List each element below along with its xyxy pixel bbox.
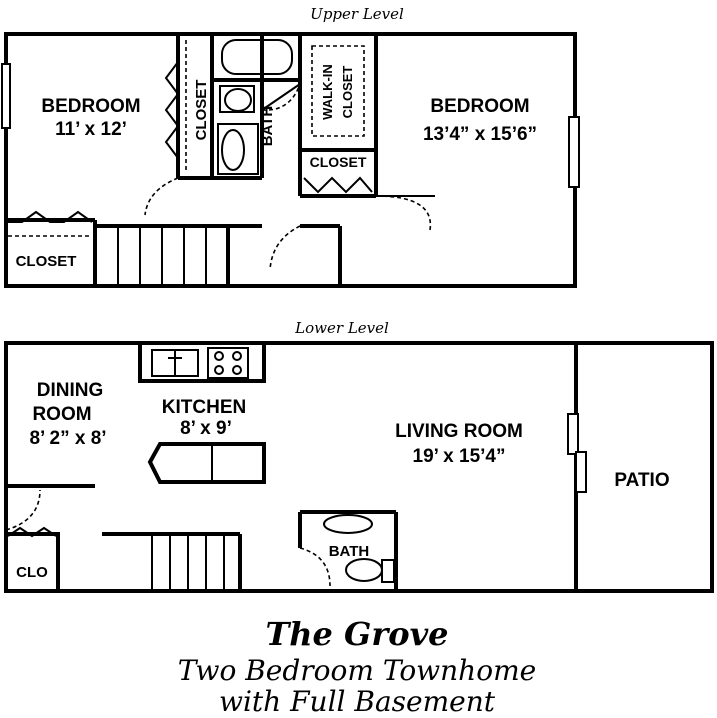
caption-title: The Grove <box>265 615 448 653</box>
vanity <box>217 123 259 175</box>
powder-sink <box>323 514 373 534</box>
upper-outer-wall <box>4 32 577 288</box>
walkin-shelves <box>311 45 365 137</box>
kitchen-counter <box>138 341 266 383</box>
closet-bifold-door <box>164 61 180 159</box>
lower-outer-wall <box>4 341 714 593</box>
upper-walkin-line2: CLOSET <box>340 66 355 119</box>
stair-closet-door <box>6 210 93 223</box>
lower-closet <box>4 532 60 593</box>
lower-dining-line1: DINING <box>37 380 104 401</box>
kitchen-stove <box>207 347 249 379</box>
upper-level-title: Upper Level <box>310 5 404 23</box>
burner <box>214 351 224 361</box>
lower-level-title: Lower Level <box>294 319 389 337</box>
upper-stair-closet-label: CLOSET <box>16 253 77 270</box>
small-closet-door <box>303 176 373 194</box>
upper-bath-label: BATH <box>259 106 276 147</box>
right-bedroom-door-swing <box>375 195 432 231</box>
upper-walkin-line1: WALK-IN <box>320 64 335 120</box>
powder-door-swing <box>299 547 331 587</box>
bath-door <box>261 83 301 111</box>
lower-bath-label: BATH <box>329 543 370 560</box>
lower-closet-door <box>7 526 57 538</box>
upper-closet-vertical: CLOSET <box>193 80 210 141</box>
upper-bedroom-right-name: BEDROOM <box>430 96 529 117</box>
upper-bedroom-left-size: 11’ x 12’ <box>55 119 127 140</box>
front-door-swing <box>5 489 41 531</box>
upper-bedroom-right-size: 13’4” x 15’6” <box>423 124 537 145</box>
burner <box>214 365 224 375</box>
toilet-tank <box>219 85 255 113</box>
patio-door-left <box>567 413 579 455</box>
patio-door-right <box>575 451 587 493</box>
toilet-bowl <box>224 88 252 112</box>
powder-toilet-tank <box>381 559 395 583</box>
lower-dining-line2: ROOM <box>32 404 91 425</box>
lower-level-plan <box>4 341 714 593</box>
bathtub <box>221 39 293 75</box>
upper-left-window <box>1 63 11 129</box>
burner <box>232 351 242 361</box>
hall-closet-door-swing <box>269 225 301 271</box>
lower-kitchen-name: KITCHEN <box>162 397 246 418</box>
sink <box>221 129 245 171</box>
lower-patio: PATIO <box>614 470 669 491</box>
left-bedroom-door-swing <box>144 177 179 216</box>
lower-kitchen-size: 8’ x 9’ <box>180 418 232 439</box>
caption-line1: Two Bedroom Townhome <box>178 654 536 687</box>
burner <box>232 365 242 375</box>
kitchen-island <box>147 442 266 484</box>
upper-small-closet-label: CLOSET <box>310 154 367 170</box>
lower-living-name: LIVING ROOM <box>395 421 523 442</box>
lower-living-size: 19’ x 15’4” <box>413 446 506 467</box>
lower-closet-label: CLO <box>16 564 48 581</box>
lower-dining-size: 8’ 2” x 8’ <box>29 428 106 449</box>
powder-toilet <box>345 558 383 582</box>
upper-right-window <box>568 116 580 188</box>
caption-line2: with Full Basement <box>219 685 496 718</box>
upper-level-plan <box>1 32 580 288</box>
upper-bedroom-left-name: BEDROOM <box>41 96 140 117</box>
